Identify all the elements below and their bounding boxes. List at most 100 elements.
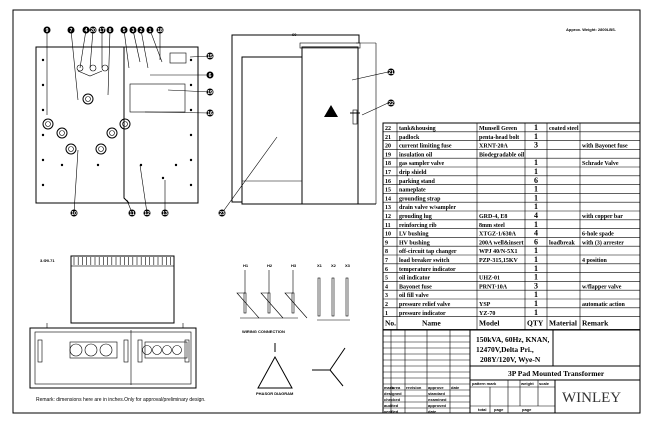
bolt-icon	[189, 183, 193, 187]
hv-bushing-hole	[152, 345, 162, 355]
table-cell-remark: with Bayonet fuse	[582, 144, 628, 150]
table-cell-no: 21	[385, 135, 391, 141]
table-cell-name: grouding lug	[399, 214, 432, 220]
callout-balloon: 10	[70, 209, 78, 217]
callout-balloon: 21	[387, 68, 395, 76]
scale-label: scale	[539, 381, 550, 386]
side-view: 60	[221, 32, 389, 214]
brand-logo: WINLEY	[562, 390, 621, 406]
svg-text:11: 11	[129, 211, 135, 217]
approval-label: standard	[428, 391, 445, 396]
callout-balloon: 2	[137, 26, 145, 34]
table-cell-name: nameplate	[399, 188, 426, 194]
table-cell-model: WPJ 40/N-5X1	[479, 249, 518, 255]
total-label: total	[478, 407, 486, 412]
svg-text:7: 7	[70, 28, 73, 34]
table-cell-qty: 1	[534, 167, 538, 176]
svg-text:10: 10	[71, 211, 77, 217]
bolt-icon	[96, 163, 100, 167]
table-cell-qty: 3	[534, 141, 538, 150]
table-cell-qty: 1	[534, 273, 538, 282]
table-cell-name: gas sampler valve	[399, 161, 445, 167]
terminal-label: H3	[291, 263, 297, 268]
table-cell-no: 2	[385, 302, 388, 308]
svg-text:8: 8	[109, 28, 112, 34]
table-cell-remark: automatic action	[582, 302, 625, 308]
callout-balloon: 20	[89, 26, 97, 34]
rib	[137, 339, 143, 363]
table-cell-no: 11	[385, 223, 391, 229]
bolt-icon	[41, 58, 45, 62]
callout-balloon: 19	[206, 88, 214, 96]
lv-bushing-hole	[99, 343, 113, 357]
table-cell-no: 22	[385, 126, 391, 132]
table-cell-remark: with (3) arrester	[582, 239, 624, 246]
callout-balloon: 17	[98, 26, 106, 34]
bushing-icon	[119, 118, 131, 130]
table-cell-qty: 4	[534, 229, 538, 238]
bushing-icon	[42, 118, 54, 130]
bolt-icon	[60, 163, 64, 167]
table-cell-no: 6	[385, 267, 388, 273]
table-header: Remark	[582, 319, 609, 328]
table-cell-no: 13	[385, 205, 391, 211]
table-cell-qty: 1	[534, 299, 538, 308]
table-cell-name: oil fill valve	[399, 293, 429, 299]
table-cell-model: YZ-70	[479, 311, 495, 317]
table-cell-name: tank&housing	[399, 126, 436, 132]
coil-icon	[317, 277, 321, 317]
bolt-icon	[189, 133, 193, 137]
table-header: Model	[479, 319, 499, 328]
svg-text:4: 4	[85, 28, 88, 34]
table-cell-model: XRNT-20A	[479, 144, 508, 150]
bolt-icon	[41, 158, 45, 162]
table-cell-no: 1	[385, 311, 388, 317]
approval-label: approved	[428, 403, 447, 408]
terminal-label: X1	[317, 263, 323, 268]
bolt-icon	[189, 83, 193, 87]
table-cell-name: insulation oil	[399, 152, 433, 158]
callout-balloon: 15	[206, 52, 214, 60]
callout-balloon: 18	[156, 26, 164, 34]
bolt-icon	[41, 108, 45, 112]
table-cell-name: temperature indicator	[399, 267, 456, 273]
valve-icon	[76, 64, 84, 72]
terminal-label: H1	[243, 263, 249, 268]
coil-icon	[331, 277, 335, 317]
bolt-icon	[139, 163, 143, 167]
bolt-icon	[161, 176, 165, 180]
weight-note: Approx. Weight: 2800LBS.	[566, 27, 616, 32]
bushing-icon	[95, 143, 107, 155]
table-cell-no: 9	[385, 240, 388, 246]
svg-text:18: 18	[157, 28, 163, 34]
rev-label: date	[451, 385, 460, 390]
table-cell-no: 10	[385, 232, 391, 238]
table-cell-name: parking stand	[399, 179, 436, 185]
table-cell-no: 20	[385, 144, 391, 150]
role-label: checked	[384, 397, 401, 402]
table-cell-model: GRD-4, E8	[479, 214, 507, 220]
bushing-icon	[82, 93, 94, 105]
svg-text:5: 5	[123, 28, 126, 34]
dim-label: 60	[292, 32, 297, 37]
table-cell-qty: 3	[534, 281, 538, 290]
table-cell-qty: 1	[534, 158, 538, 167]
table-cell-name: Bayonet fuse	[399, 284, 432, 290]
remark-note: Remark: dimensions here are in inches.On…	[36, 397, 206, 403]
table-cell-no: 14	[385, 196, 391, 202]
table-cell-no: 17	[385, 170, 391, 176]
terminal-label: H2	[267, 263, 273, 268]
